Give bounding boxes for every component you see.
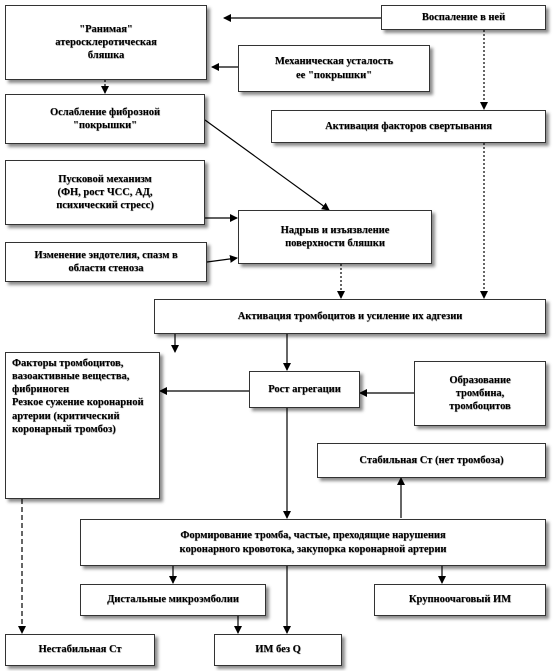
- box-platelet-activation: Активация тромбоцитов и усиление их адге…: [154, 299, 546, 334]
- box-vulnerable-plaque: "Ранимая" атеросклеротическая бляшка: [5, 5, 207, 80]
- box-thrombin-formation: Образование тромбина, тромбоцитов: [414, 361, 546, 426]
- box-thrombus-formation: Формирование тромба, частые, преходящие …: [80, 519, 546, 566]
- box-distal-microemboli: Дистальные микроэмболии: [80, 584, 266, 616]
- box-large-focal-mi: Крупноочаговый ИМ: [374, 584, 546, 616]
- box-endothelium-change: Изменение эндотелия, спазм в области сте…: [5, 242, 207, 282]
- box-cap-weakening: Ослабление фиброзной "покрышки": [5, 94, 205, 144]
- box-unstable-angina: Нестабильная Ст: [5, 634, 155, 666]
- box-plaque-rupture: Надрыв и изъязвление поверхности бляшки: [238, 210, 432, 264]
- box-trigger-mechanism: Пусковой механизм (ФН, рост ЧСС, АД, пси…: [5, 160, 205, 225]
- box-inflammation: Воспаление в ней: [381, 5, 546, 30]
- box-platelet-factors: Факторы тромбоцитов, вазоактивные вещест…: [5, 352, 160, 499]
- box-non-q-mi: ИМ без Q: [214, 634, 342, 666]
- box-coagulation-activation: Активация факторов свертывания: [271, 110, 546, 143]
- arrow-endothelium-to-rupture: [206, 254, 238, 263]
- box-stable-angina: Стабильная Ст (нет тромбоза): [317, 443, 546, 478]
- box-mechanical-fatigue: Механическая усталость ее "покрышки": [238, 45, 430, 92]
- box-aggregation-growth: Рост агрегации: [249, 371, 360, 408]
